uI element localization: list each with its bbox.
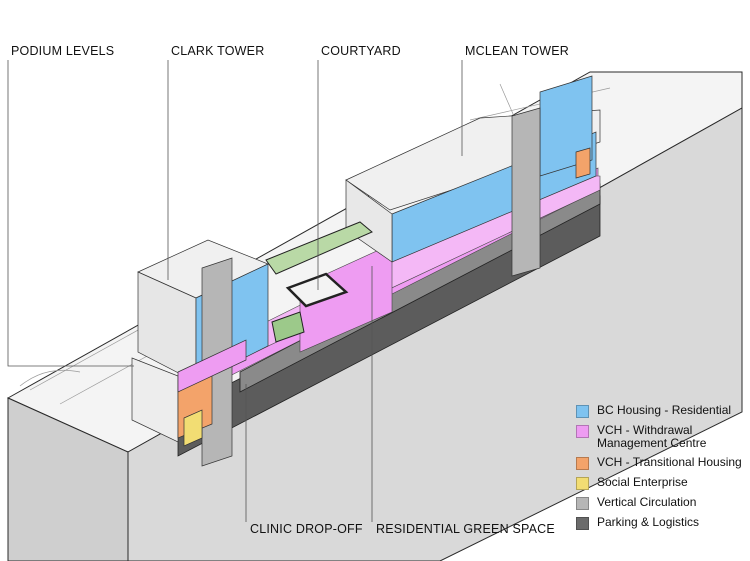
legend-label: Social Enterprise [597,475,688,489]
courtyard-opening [285,272,349,308]
podium-front [131,357,179,443]
legend-label: Vertical Circulation [597,495,697,509]
mclean-endwall [345,179,393,263]
podium-pink [177,339,247,393]
podium-yellow [183,409,203,447]
legend-label: Parking & Logistics [597,515,700,529]
ground-front-face [7,397,129,561]
mclean-orange [575,147,591,179]
callout-clinic-dropoff: CLINIC DROP-OFF [250,522,363,536]
mclean-tower [345,75,601,277]
callout-courtyard: COURTYARD [321,44,401,58]
callout-mclean-tower: MCLEAN TOWER [465,44,570,58]
legend-label: VCH - Transitional Housing [597,455,742,469]
legend-label: BC Housing - Residential [597,403,732,417]
podium-levels [131,339,247,447]
legend-swatch [576,477,589,490]
courtyard-ground [271,311,305,343]
courtyard-green-roof [265,221,373,275]
legend-item-bc-housing: BC Housing - Residential [576,404,748,418]
legend-item-social-enterprise: Social Enterprise [576,476,748,490]
legend-item-transitional-housing: VCH - Transitional Housing [576,456,748,470]
legend-swatch [576,425,589,438]
legend-item-vertical-circulation: Vertical Circulation [576,496,748,510]
legend-item-withdrawal-management: VCH - Withdrawal Management Centre [576,424,748,450]
legend-label: VCH - Withdrawal Management Centre [597,423,707,450]
callout-residential-green-space: RESIDENTIAL GREEN SPACE [376,522,555,536]
courtyard [265,221,373,343]
legend-item-parking-logistics: Parking & Logistics [576,516,748,530]
legend: BC Housing - Residential VCH - Withdrawa… [576,404,748,536]
legend-swatch [576,517,589,530]
leader-lines [7,60,463,522]
legend-swatch [576,457,589,470]
callout-clark-tower: CLARK TOWER [171,44,265,58]
callout-podium-levels: PODIUM LEVELS [11,44,115,58]
legend-swatch [576,405,589,418]
legend-swatch [576,497,589,510]
mclean-core [511,107,541,277]
leader-podium-levels [7,60,134,367]
